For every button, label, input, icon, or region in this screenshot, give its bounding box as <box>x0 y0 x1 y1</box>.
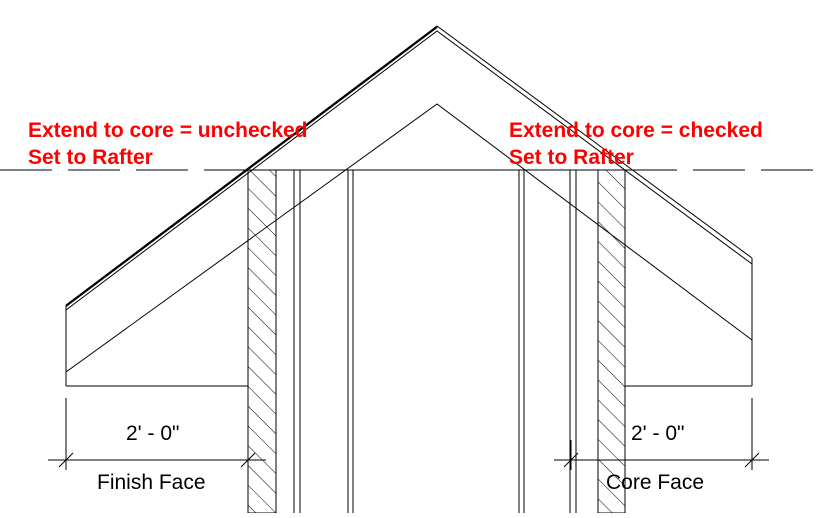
right-annotation-line2: Set to Rafter <box>509 146 634 169</box>
right-annotation-line1: Extend to core = checked <box>509 119 763 142</box>
right-wall-core-hatch <box>597 169 626 514</box>
rafter-lines <box>65 103 753 373</box>
right-dim-tick <box>744 452 760 468</box>
right-dim-tick <box>563 452 579 468</box>
right-dimension-value: 2' - 0" <box>631 422 685 445</box>
left-dimension-value: 2' - 0" <box>126 422 180 445</box>
roof-finish-lines <box>65 25 753 311</box>
left-annotation-line2: Set to Rafter <box>28 146 153 169</box>
roof-inner-line <box>65 30 753 311</box>
left-annotation: Extend to core = unchecked Set to Rafter <box>28 117 308 171</box>
roof-outer-line-bold <box>65 26 438 307</box>
left-wall-core-hatch <box>247 169 277 514</box>
dimension-left <box>48 398 266 470</box>
left-dimension-label: Finish Face <box>97 471 206 494</box>
right-annotation: Extend to core = checked Set to Rafter <box>509 117 763 171</box>
dimension-right <box>554 398 769 470</box>
left-annotation-line1: Extend to core = unchecked <box>28 119 308 142</box>
right-wall <box>518 169 626 514</box>
eaves <box>65 258 753 387</box>
rafter-line <box>65 103 753 373</box>
left-dim-tick <box>58 452 74 468</box>
left-wall <box>247 169 354 514</box>
right-dimension-label: Core Face <box>606 471 705 494</box>
left-dim-tick <box>240 452 256 468</box>
